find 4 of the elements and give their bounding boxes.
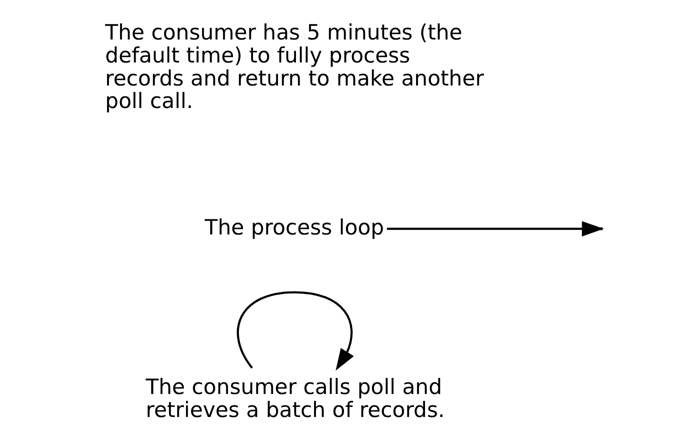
arrow: [236, 291, 354, 371]
node-text: The consumer calls poll and retrieves a batch of records.: [145, 374, 444, 422]
label: The consumer has 5 minutes (the default time) to fully process records and return to make another poll call.: [104, 19, 484, 114]
node-text: The process loop: [204, 214, 384, 240]
